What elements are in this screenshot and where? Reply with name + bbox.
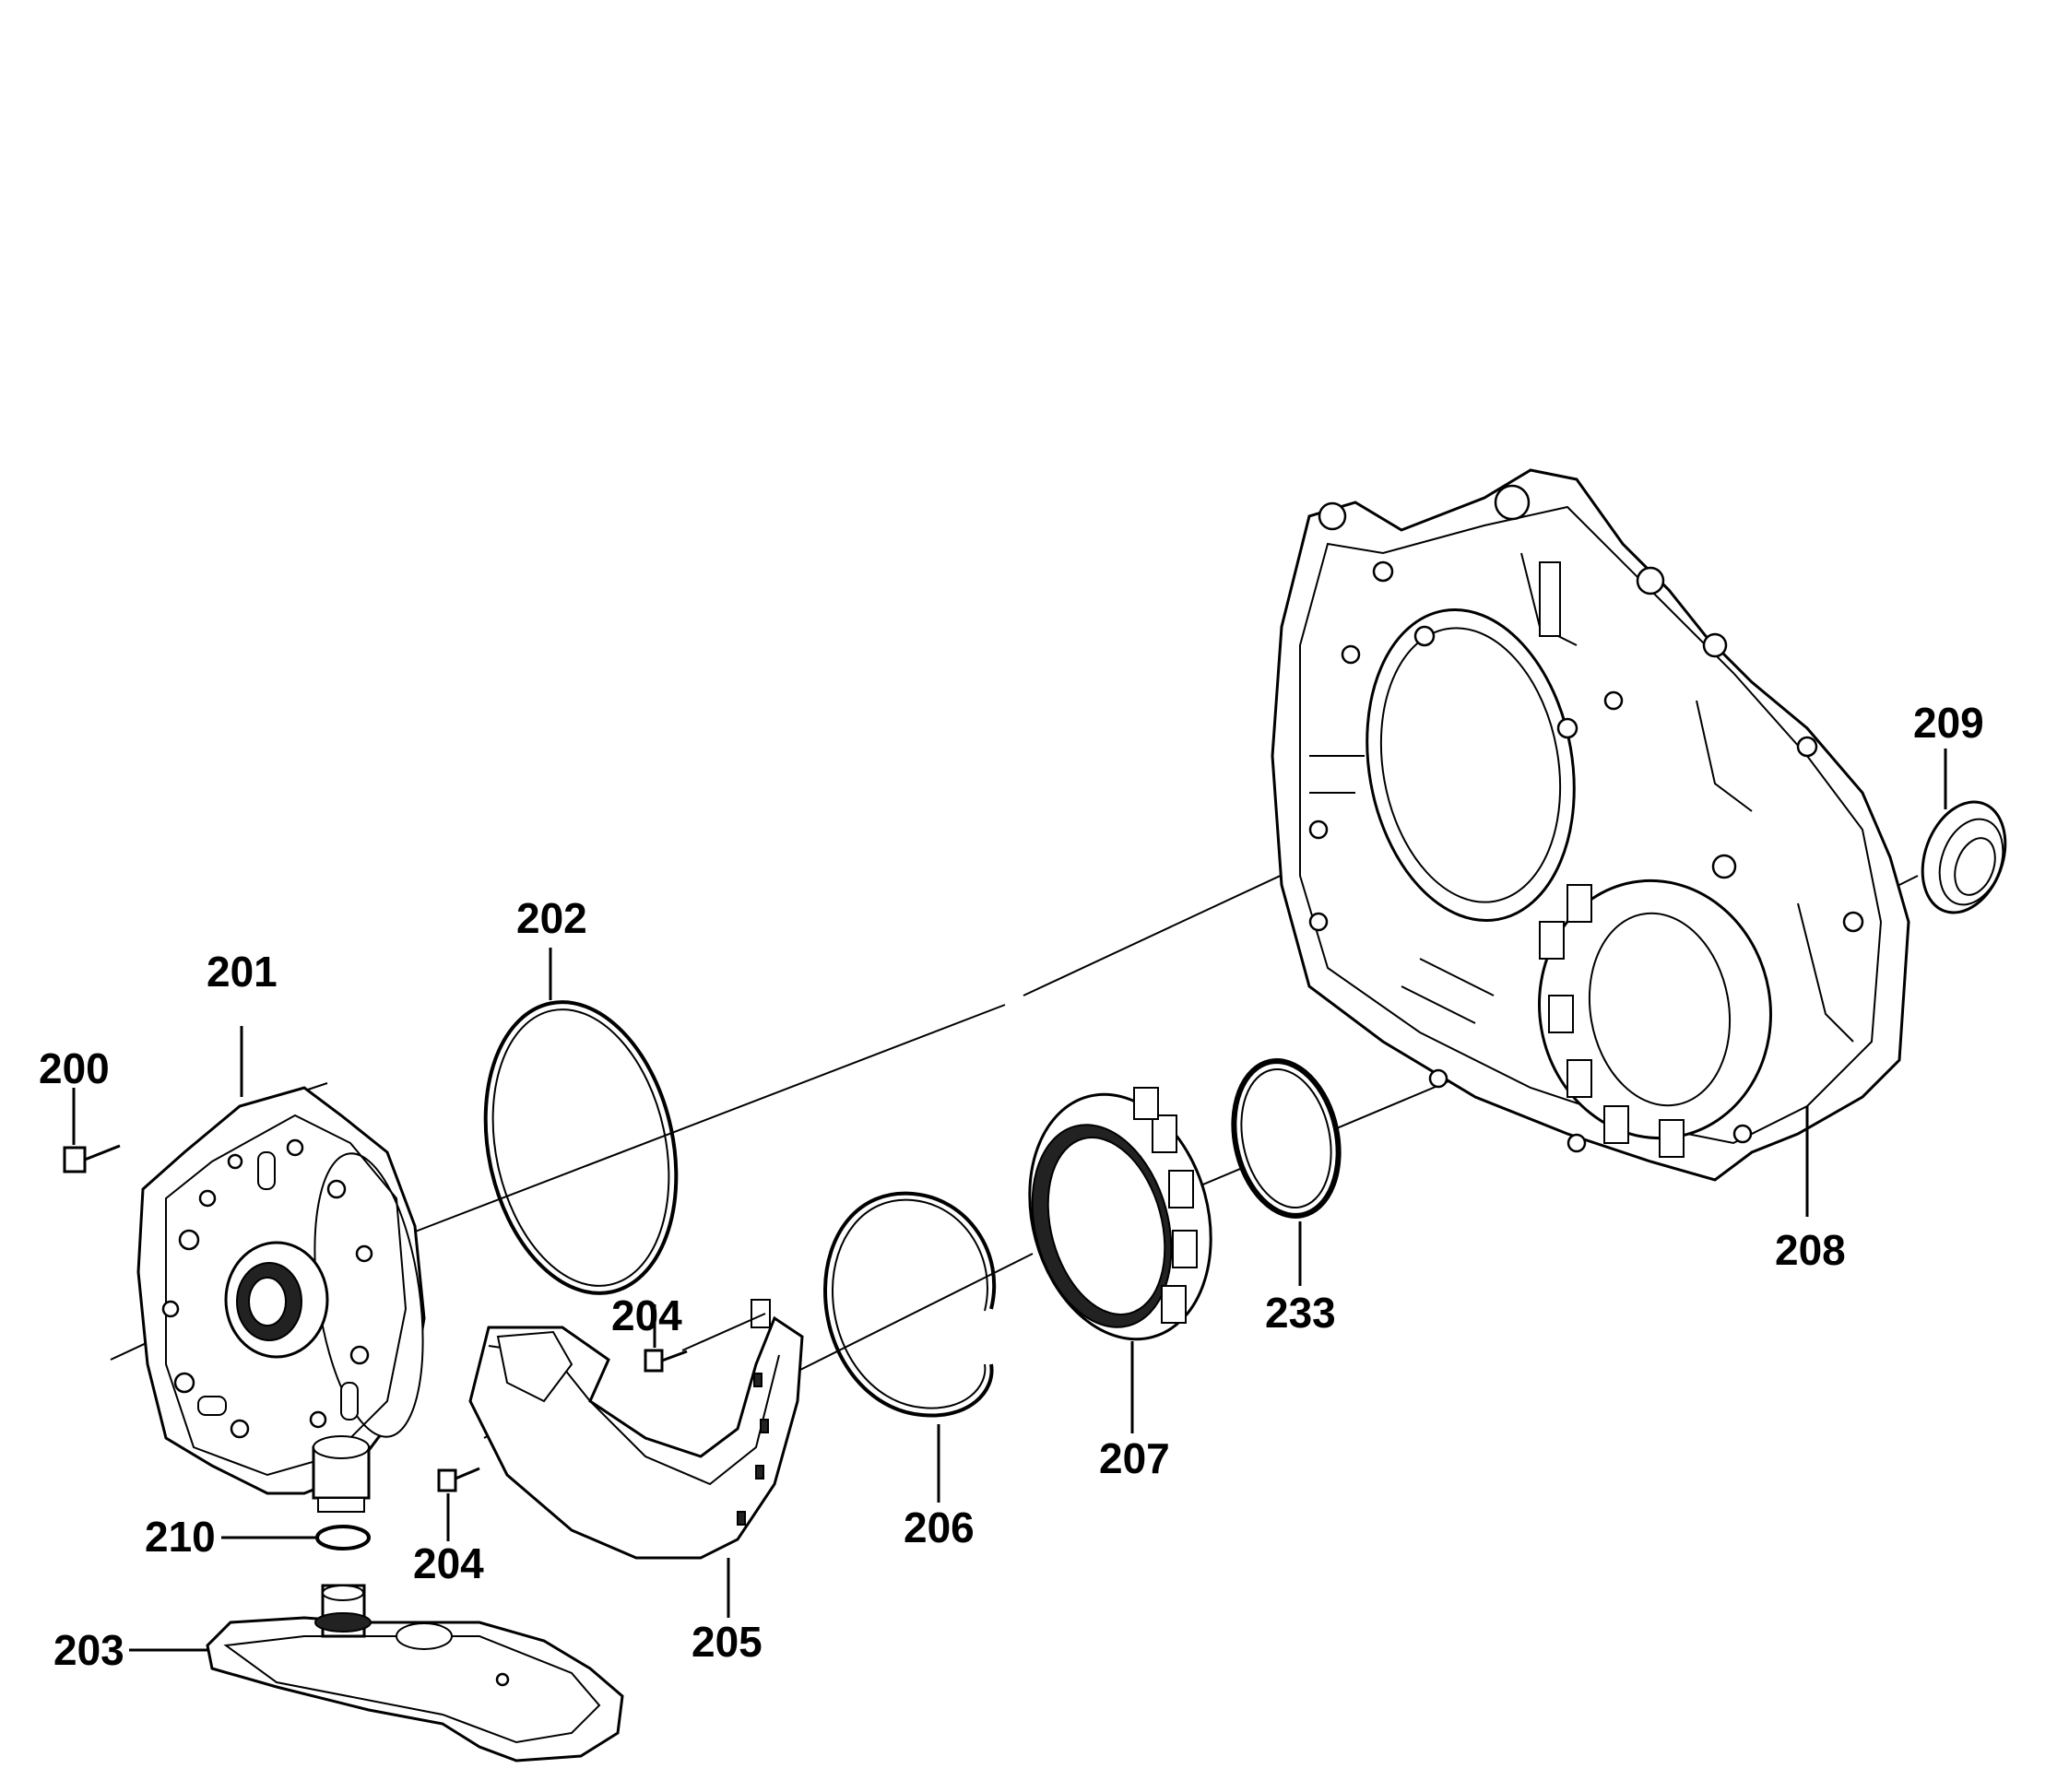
callout-204-upper: 204 xyxy=(611,1291,682,1339)
bolt-204-upper xyxy=(644,1304,688,1373)
callout-200: 200 xyxy=(39,1044,110,1092)
callout-208: 208 xyxy=(1775,1226,1846,1274)
bolt-204-lower xyxy=(437,1467,480,1541)
callout-labels: 200 201 202 203 204 204 205 206 207 208 … xyxy=(39,699,1984,1674)
callout-233: 233 xyxy=(1265,1289,1336,1337)
callout-209: 209 xyxy=(1913,699,1984,747)
callout-204-lower: 204 xyxy=(413,1539,484,1587)
ring-gear-207 xyxy=(1028,1087,1212,1433)
seal-209 xyxy=(1921,749,2007,914)
callout-203: 203 xyxy=(53,1626,124,1674)
snap-ring-206 xyxy=(822,1191,997,1503)
callout-206: 206 xyxy=(904,1503,975,1551)
callout-207: 207 xyxy=(1099,1434,1170,1482)
callout-201: 201 xyxy=(207,948,278,996)
callout-202: 202 xyxy=(516,894,587,942)
o-ring-202 xyxy=(483,948,679,1295)
o-ring-210 xyxy=(221,1525,371,1550)
snap-ring-233 xyxy=(1231,1058,1342,1286)
bolt-200 xyxy=(63,1088,121,1173)
baffle-205 xyxy=(468,1299,804,1618)
filter-203 xyxy=(129,1584,624,1763)
callout-205: 205 xyxy=(692,1618,763,1666)
pump-assembly-201 xyxy=(136,1026,426,1513)
callout-210: 210 xyxy=(145,1513,216,1561)
transmission-case-208 xyxy=(1271,468,1910,1217)
